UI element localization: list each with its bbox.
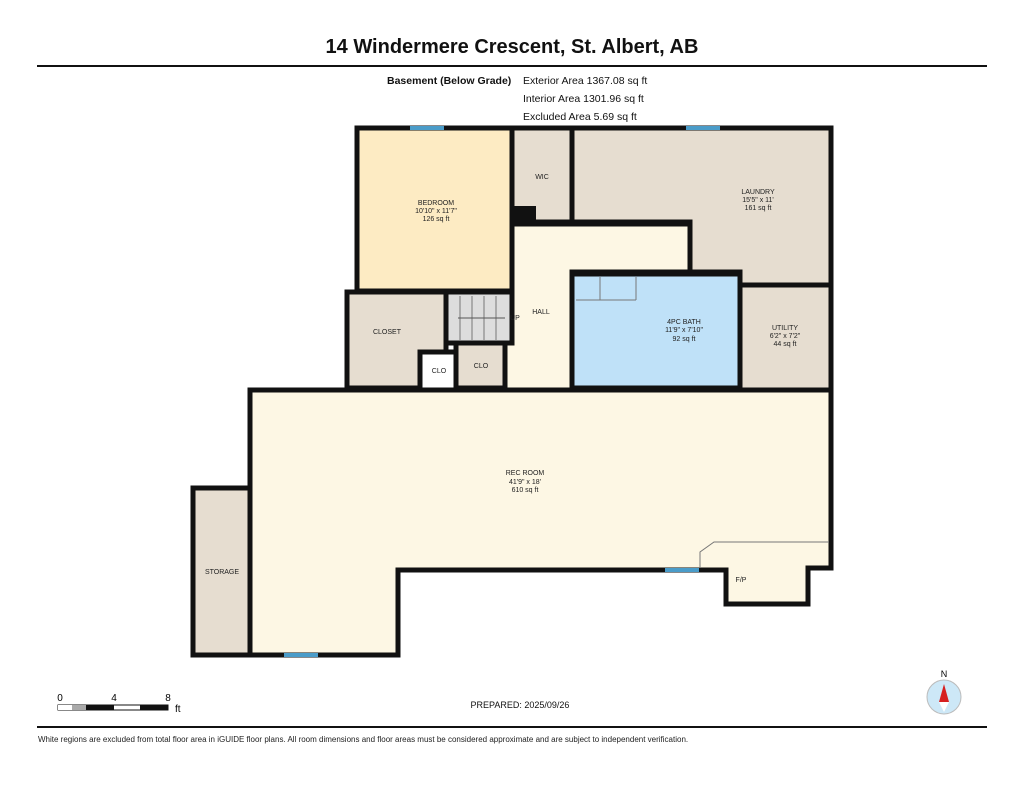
storage [190,485,253,658]
footer-divider [37,726,987,728]
room-area: 44 sq ft [774,341,797,348]
room-name: UTILITY [772,325,798,332]
room-name: LAUNDRY [741,189,775,196]
disclaimer: White regions are excluded from total fl… [38,735,689,744]
header-divider [37,65,987,67]
scale-unit: ft [175,704,181,715]
utility [737,282,834,393]
room-dims: 11'9" x 7'10" [665,327,703,334]
compass-icon [926,679,962,715]
room-name: STORAGE [205,569,239,576]
scale-tick: 4 [111,693,117,704]
bath [569,271,743,391]
windows [284,126,720,657]
room-dims: 6'2" x 7'2" [770,333,801,340]
compass-north-label: N [941,669,948,679]
room-area: 92 sq ft [673,336,696,343]
prepared-date: PREPARED: 2025/09/26 [470,700,570,710]
room-name: F/P [736,577,747,584]
room-area: 610 sq ft [512,487,539,494]
room-dims: 10'10" x 11'7" [415,208,457,215]
room-name: BEDROOM [418,200,454,207]
room-name: 4PC BATH [667,319,701,326]
scale-bar [57,704,169,711]
room-name: WIC [535,174,549,181]
excluded-area: Excluded Area 5.69 sq ft [523,111,637,123]
room-dims: 15'5" x 11' [742,197,774,204]
room-name: CLOSET [373,329,402,336]
scale-tick: 8 [165,693,171,704]
room-name: CLO [474,363,489,370]
page-title: 14 Windermere Crescent, St. Albert, AB [325,36,699,58]
level-name: Basement (Below Grade) [387,75,512,87]
stairs-up-label: UP [510,315,520,322]
exterior-area: Exterior Area 1367.08 sq ft [523,75,648,87]
rec-room [247,387,834,658]
room-area: 161 sq ft [745,205,772,212]
interior-area: Interior Area 1301.96 sq ft [523,93,644,105]
room-area: 126 sq ft [423,216,450,223]
room-name: REC ROOM [506,470,545,477]
scale-tick: 0 [57,693,63,704]
room-name: CLO [432,368,447,375]
room-dims: 41'9" x 18' [509,479,541,486]
room-name: HALL [532,309,550,316]
clo [453,340,508,391]
stair-treads [458,277,829,568]
